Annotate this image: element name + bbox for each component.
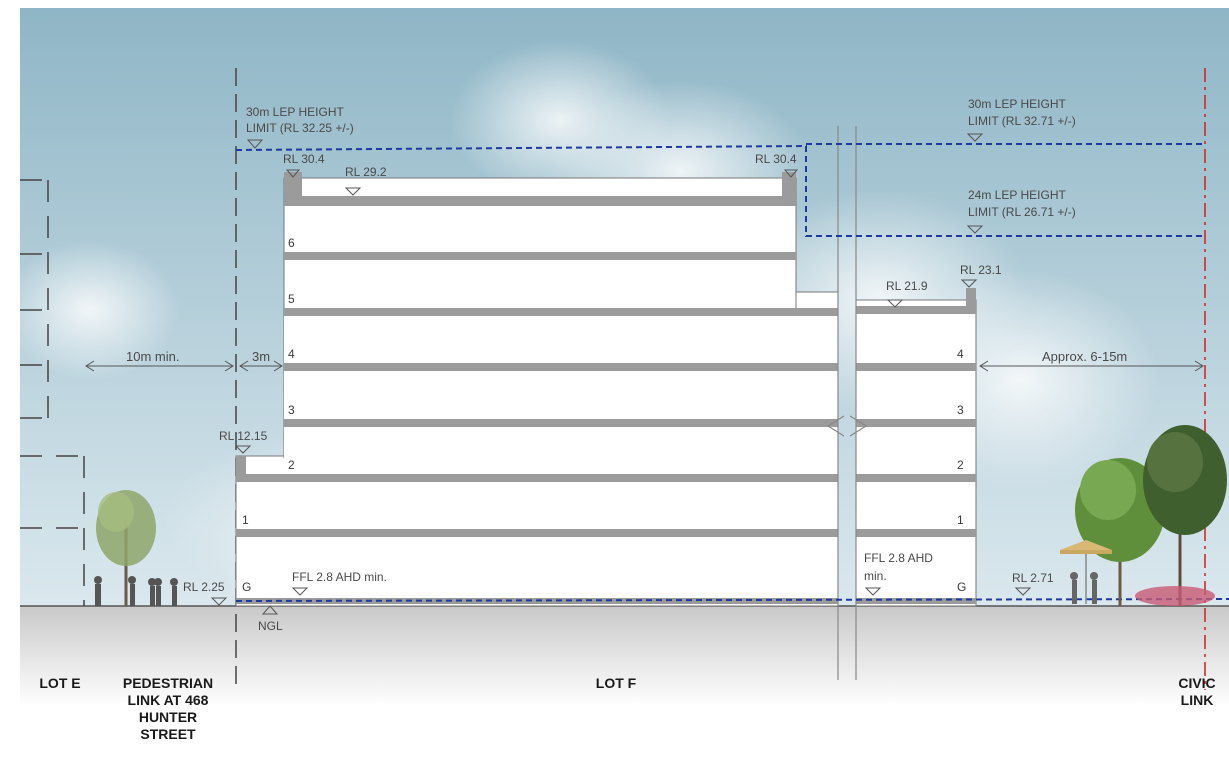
lot-f-label: LOT F xyxy=(596,675,637,691)
level-markers xyxy=(210,133,1032,615)
east-building xyxy=(855,288,977,607)
main-floor-5: 5 xyxy=(288,292,295,306)
main-floor-4: 4 xyxy=(288,347,295,361)
ground xyxy=(20,606,1229,706)
lot-e-label: LOT E xyxy=(39,675,80,691)
east-floor-2: 2 xyxy=(957,458,964,472)
ped-link-label-1: PEDESTRIAN xyxy=(123,675,213,691)
left-height-limit-rl: LIMIT (RL 32.25 +/-) xyxy=(246,121,354,135)
rl-30-4-right-label: RL 30.4 xyxy=(755,152,797,166)
right-30m-limit-rl: LIMIT (RL 32.71 +/-) xyxy=(968,114,1076,128)
rl-30-4-left-label: RL 30.4 xyxy=(283,152,325,166)
east-floor-g: G xyxy=(957,580,966,594)
east-floor-4: 4 xyxy=(957,347,964,361)
east-floor-1: 1 xyxy=(957,513,964,527)
main-floor-1: 1 xyxy=(242,513,249,527)
people-silhouettes-right xyxy=(1070,572,1098,604)
right-24m-limit-rl: LIMIT (RL 26.71 +/-) xyxy=(968,205,1076,219)
setback-10m-label: 10m min. xyxy=(126,349,179,364)
lot-e-building-outline xyxy=(20,179,85,606)
ffl-east-label-line2: min. xyxy=(864,569,887,583)
civic-link-label-2: LINK xyxy=(1181,692,1214,708)
main-floor-2: 2 xyxy=(288,458,295,472)
rl-2-71-label: RL 2.71 xyxy=(1012,571,1054,585)
main-floor-3: 3 xyxy=(288,403,295,417)
ffl-main-label: FFL 2.8 AHD min. xyxy=(292,570,387,584)
left-height-limit-title: 30m LEP HEIGHT xyxy=(246,105,344,119)
ped-link-label-4: STREET xyxy=(140,726,196,742)
ngl-label: NGL xyxy=(258,619,283,633)
setback-east-label: Approx. 6-15m xyxy=(1042,349,1127,364)
ffl-east-label-line1: FFL 2.8 AHD xyxy=(864,551,933,565)
civic-link-label-1: CIVIC xyxy=(1178,675,1215,691)
ped-link-label-3: HUNTER xyxy=(139,709,197,725)
setback-3m-label: 3m xyxy=(252,349,270,364)
ped-link-label-2: LINK AT 468 xyxy=(128,692,209,708)
rl-21-9-label: RL 21.9 xyxy=(886,279,928,293)
rl-29-2-label: RL 29.2 xyxy=(345,165,387,179)
rl-12-15-label: RL 12.15 xyxy=(219,429,268,443)
rl-2-25-label: RL 2.25 xyxy=(183,580,225,594)
main-floor-g: G xyxy=(242,580,251,594)
through-site-link xyxy=(826,126,868,680)
right-trees xyxy=(1060,425,1227,606)
people-silhouettes-left xyxy=(94,576,178,606)
height-limit-lines xyxy=(235,143,1229,602)
right-30m-limit-title: 30m LEP HEIGHT xyxy=(968,97,1066,111)
rl-23-1-label: RL 23.1 xyxy=(960,263,1002,277)
right-24m-limit-title: 24m LEP HEIGHT xyxy=(968,188,1066,202)
dimension-lines xyxy=(85,360,1204,372)
main-floor-6: 6 xyxy=(288,236,295,250)
left-tree xyxy=(96,490,156,606)
main-building xyxy=(235,172,839,607)
east-floor-3: 3 xyxy=(957,403,964,417)
